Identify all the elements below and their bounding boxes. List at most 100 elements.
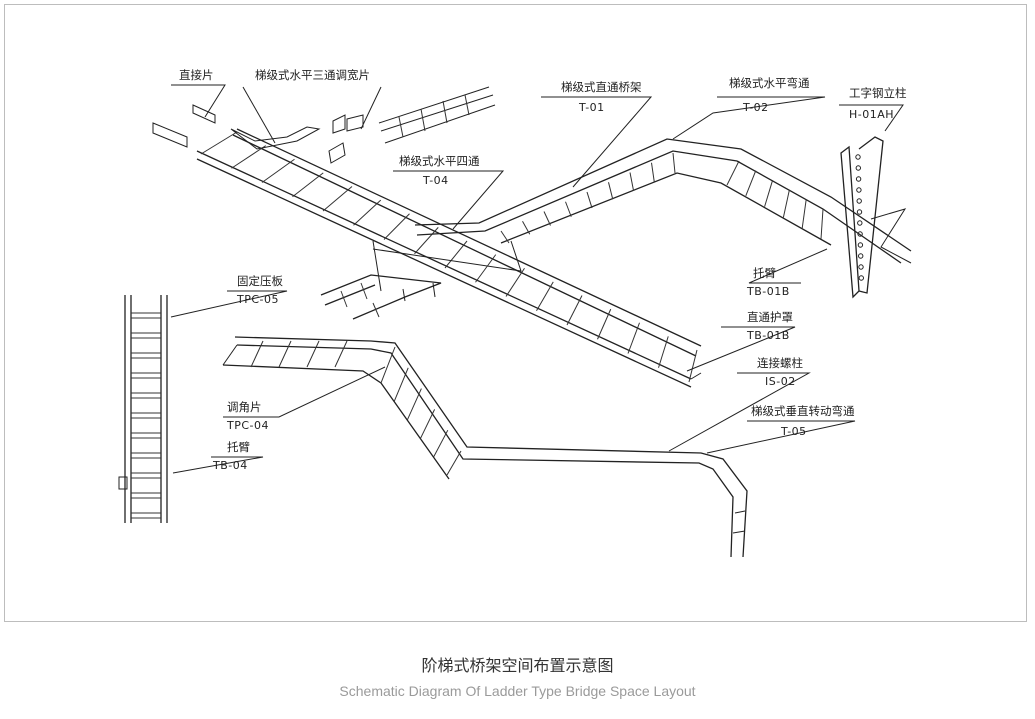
column-hole [858, 275, 864, 281]
label-clamp-plate: 固定压板 TPC-05 [236, 274, 283, 306]
ladder-rung [278, 340, 292, 368]
ladder-rung [334, 340, 348, 368]
ladder-rung [380, 346, 396, 384]
i-beam-column [840, 136, 912, 299]
main-diagonal-ladder [196, 128, 702, 388]
label-bracket-left-name: 托臂 [227, 440, 250, 454]
label-cross-name: 梯级式水平四通 [399, 154, 480, 168]
top-small-ladder [378, 86, 496, 144]
ladder-rung [231, 145, 267, 169]
ladder-rung [306, 340, 320, 368]
label-bolt-code: IS-02 [765, 375, 796, 388]
column-hole [855, 154, 861, 160]
ladder-rung [565, 201, 572, 217]
ladder-rung [414, 227, 439, 255]
ladder-rung [536, 281, 554, 312]
label-i-column-name: 工字钢立柱 [849, 86, 907, 100]
label-bracket-right: 托臂 TB-01B [746, 266, 790, 298]
ladder-rung [444, 240, 468, 269]
ladder-rung [500, 230, 510, 244]
column-hole [857, 242, 864, 248]
label-cover-code: TB-01B [746, 329, 790, 342]
caption-title-en: Schematic Diagram Of Ladder Type Bridge … [339, 683, 696, 699]
ladder-rung [597, 308, 612, 340]
ladder-rung [543, 211, 551, 226]
column-hole [856, 209, 863, 215]
label-horiz-bend-code: T-02 [742, 101, 769, 114]
column-hole [858, 264, 864, 270]
ladder-rung [446, 450, 462, 476]
label-horiz-bend-name: 梯级式水平弯通 [729, 76, 810, 90]
label-straight-plate: 直接片 [179, 68, 214, 82]
ladder-rung [393, 367, 409, 402]
ladder-rung [420, 409, 436, 439]
cross-junction [320, 240, 522, 320]
label-vert-bend-name: 梯级式垂直转动弯通 [751, 404, 855, 418]
ladder-rung [292, 172, 324, 198]
column-hole [856, 187, 862, 193]
ladder-rung [629, 172, 634, 191]
ladder-tray-drawing: 直接片 梯级式水平三通调宽片 梯级式直通桥架 T-01 梯级式水平弯通 T-02… [118, 68, 912, 558]
label-cover-name: 直通护罩 [747, 310, 793, 324]
ladder-rung [820, 208, 824, 240]
ladder-rung [651, 162, 655, 182]
ladder-rung [383, 213, 410, 240]
label-bracket-left-code: TB-04 [212, 459, 248, 472]
ladder-rung [322, 186, 353, 212]
label-straight-plate-name: 直接片 [179, 68, 214, 82]
label-vert-bend-code: T-05 [780, 425, 807, 438]
ladder-rung [566, 295, 583, 326]
label-angle-plate: 调角片 TPC-04 [226, 400, 269, 432]
upper-right-run [414, 138, 912, 264]
ladder-rung [764, 180, 774, 207]
ladder-rung [250, 340, 264, 368]
label-cross-code: T-04 [422, 174, 449, 187]
ladder-rung [658, 336, 669, 368]
label-straight-tray-name: 梯级式直通桥架 [561, 80, 642, 94]
label-i-column-code: H-01AH [849, 108, 894, 121]
tee-widen-part [230, 114, 364, 164]
label-clamp-plate-name: 固定压板 [237, 274, 283, 288]
label-cover: 直通护罩 TB-01B [746, 310, 793, 342]
label-bolt: 连接螺柱 IS-02 [757, 356, 803, 388]
column-hole [855, 176, 862, 182]
leader-lines [170, 84, 904, 474]
label-bolt-name: 连接螺柱 [757, 356, 803, 370]
label-tee-widen: 梯级式水平三通调宽片 [255, 68, 370, 82]
ladder-rung [261, 158, 295, 183]
ladder-rung [353, 199, 382, 226]
column-hole [856, 198, 862, 204]
ladder-rung [726, 160, 740, 186]
label-bracket-left: 托臂 TB-04 [212, 440, 250, 472]
column-hole [857, 220, 863, 226]
ladder-rung [522, 221, 531, 235]
ladder-rung [433, 429, 449, 457]
column-hole [857, 231, 863, 237]
ladder-rung [608, 182, 614, 200]
label-angle-plate-name: 调角片 [227, 400, 262, 414]
label-cross: 梯级式水平四通 T-04 [399, 154, 480, 187]
label-clamp-plate-code: TPC-05 [236, 293, 279, 306]
ladder-rung [586, 191, 593, 209]
label-bracket-right-name: 托臂 [753, 266, 776, 280]
diagram-frame: 直接片 梯级式水平三通调宽片 梯级式直通桥架 T-01 梯级式水平弯通 T-02… [4, 4, 1027, 622]
ladder-rung [406, 388, 422, 421]
ladder-rung [688, 349, 698, 383]
left-vertical-ladder [118, 295, 168, 523]
label-bracket-right-code: TB-01B [746, 285, 790, 298]
label-i-column: 工字钢立柱 H-01AH [849, 86, 907, 121]
ladder-rung [672, 152, 676, 174]
ladder-rung [627, 322, 640, 354]
ladder-rung [505, 267, 525, 297]
label-vert-bend: 梯级式垂直转动弯通 T-05 [751, 404, 855, 438]
label-horiz-bend: 梯级式水平弯通 T-02 [729, 76, 810, 114]
lower-run [222, 336, 748, 558]
caption-title-zh: 阶梯式桥架空间布置示意图 [421, 656, 614, 675]
column-hole [855, 165, 861, 171]
ladder-rung [200, 131, 238, 155]
straight-plate-part [152, 104, 216, 148]
ladder-rung [475, 254, 497, 283]
label-angle-plate-code: TPC-04 [226, 419, 269, 432]
label-straight-tray: 梯级式直通桥架 T-01 [561, 80, 642, 114]
ladder-rung [782, 189, 790, 218]
